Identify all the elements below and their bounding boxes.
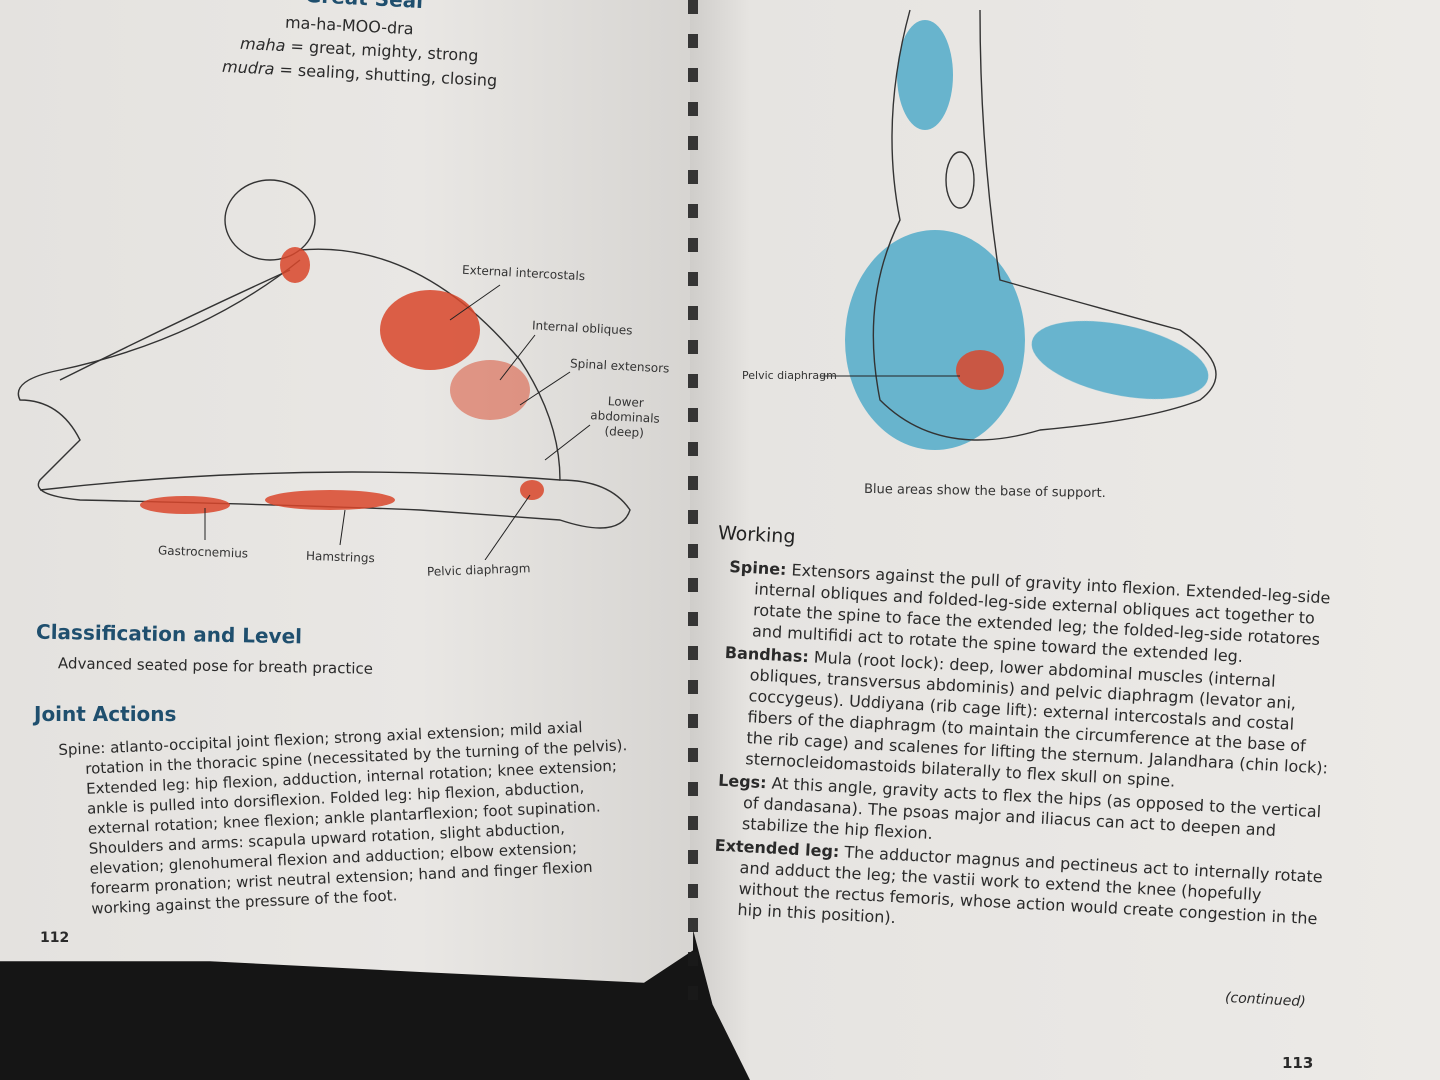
item-label: Legs:: [717, 770, 768, 793]
support-area-pelvis: [845, 230, 1025, 450]
anatomy-illustration-base-of-support: [820, 9, 1217, 450]
label-lower-abdominals: Lower abdominals (deep): [589, 394, 661, 441]
joint-actions-text: Spine: atlanto-occipital joint flexion; …: [58, 715, 635, 922]
pronunciation: ma-ha-MOO-dra: [284, 12, 415, 39]
label-pelvic-diaphragm-right: Pelvic diaphragm: [742, 369, 837, 382]
page-number-left: 112: [40, 930, 70, 946]
item-label: Extended leg:: [714, 835, 840, 862]
item-text: Mula (root lock): deep, lower abdominal …: [744, 647, 1329, 791]
term: maha: [239, 33, 286, 56]
classification-heading: Classification and Level: [35, 619, 303, 649]
label-hamstrings: Hamstrings: [305, 548, 375, 566]
muscle-highlights: [140, 247, 544, 514]
term: mudra: [221, 56, 275, 79]
external-intercostals-muscle: [380, 290, 480, 370]
book-binding: [688, 0, 698, 1000]
label-pelvic-diaphragm: Pelvic diaphragm: [426, 561, 531, 579]
page-number-right: 113: [1282, 1054, 1314, 1072]
classification-text: Advanced seated pose for breath practice: [57, 654, 374, 678]
working-heading: Working: [717, 521, 797, 549]
support-area-thigh: [1031, 320, 1209, 400]
gastrocnemius-muscle: [140, 496, 230, 514]
support-areas: [845, 20, 1209, 450]
anatomy-illustration-seated-forward-bend: [17, 179, 631, 560]
pelvic-diaphragm-muscle: [520, 480, 544, 500]
pose-title: Great Seal: [304, 0, 423, 13]
item-label: Spine:: [728, 556, 787, 579]
item-label: Bandhas:: [724, 642, 810, 667]
hamstrings-muscle: [265, 490, 395, 510]
left-page: Great Seal ma-ha-MOO-dra maha = great, m…: [0, 0, 700, 983]
spinal-extensors-muscle: [450, 360, 530, 420]
pelvic-diaphragm-muscle: [956, 350, 1004, 390]
working-text: Spine: Extensors against the pull of gra…: [711, 556, 1339, 952]
figure-caption: Blue areas show the base of support.: [863, 481, 1106, 502]
joint-actions-heading: Joint Actions: [34, 702, 177, 726]
support-area-foot: [897, 20, 953, 130]
joint-actions-paragraph: Spine: atlanto-occipital joint flexion; …: [58, 718, 628, 918]
right-page: Pelvic diaphragm Blue areas show the bas…: [690, 0, 1440, 1080]
continued-note: (continued): [1224, 989, 1307, 1011]
neck-muscle: [280, 247, 310, 283]
